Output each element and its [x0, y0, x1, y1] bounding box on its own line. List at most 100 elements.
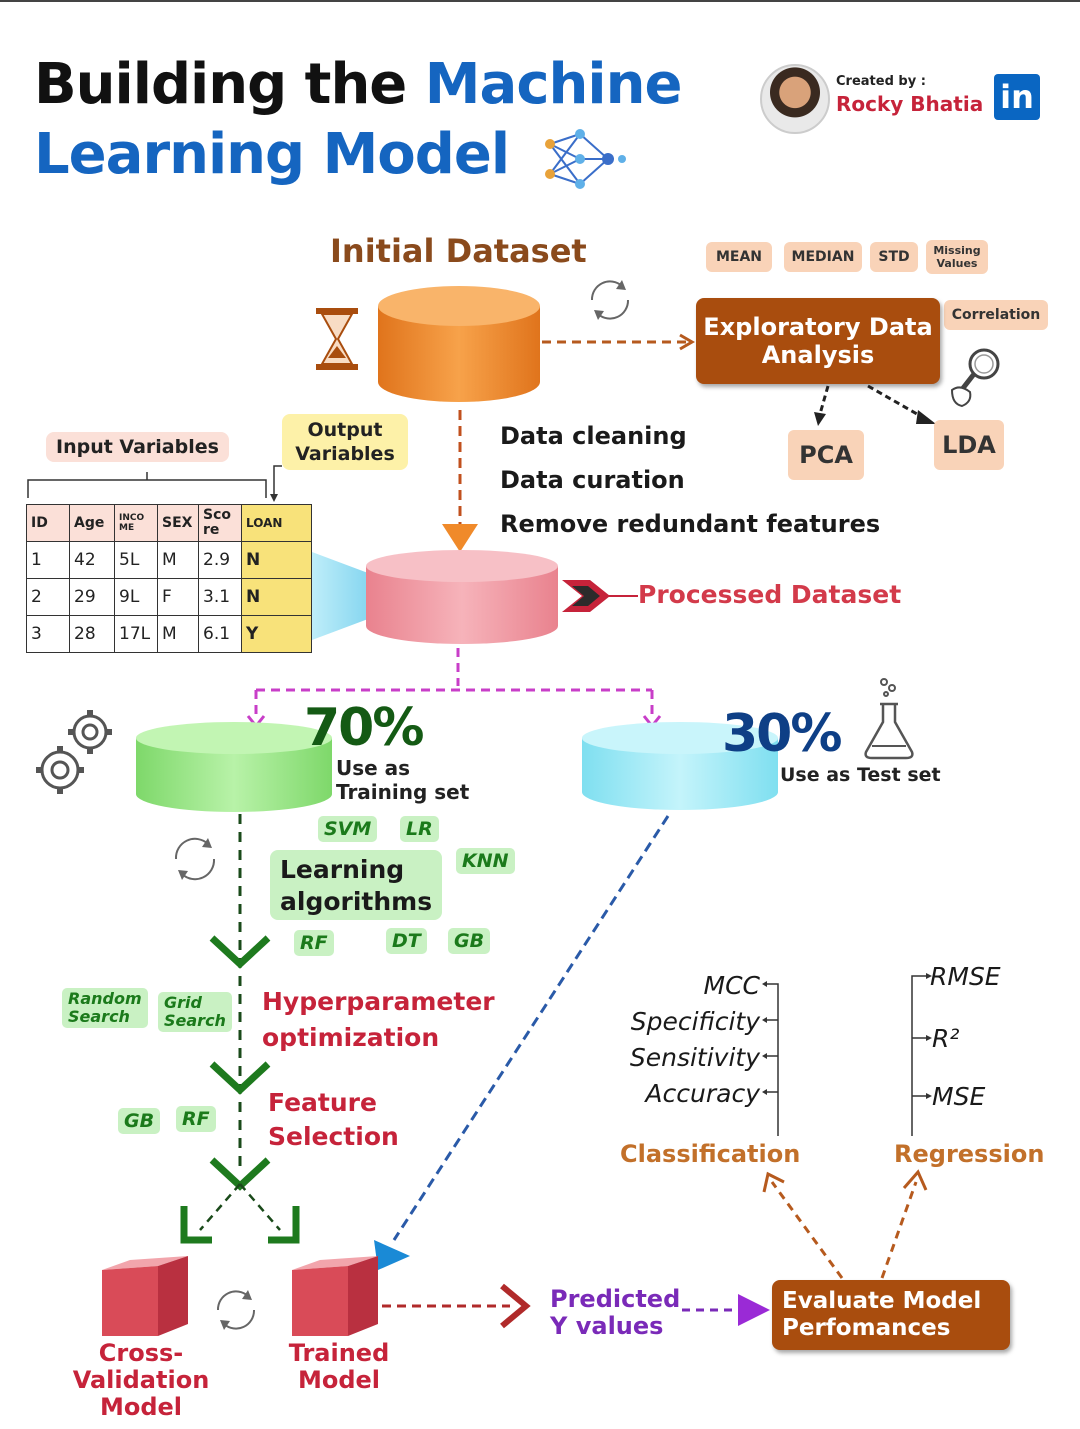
algo-rf: RF	[294, 930, 334, 956]
cv-line1: Cross-	[98, 1339, 184, 1367]
missing-values-tag: Missing Values	[926, 240, 988, 274]
trained-line2: Model	[297, 1366, 381, 1394]
metric-accuracy: Accuracy	[645, 1079, 760, 1108]
lda-tag: LDA	[934, 420, 1004, 470]
model-split-arrows	[180, 1183, 300, 1244]
step-remove-features: Remove redundant features	[500, 510, 881, 538]
neural-network-icon	[545, 129, 626, 189]
table-cell: M	[157, 541, 199, 579]
table-cell: 17L	[114, 615, 158, 653]
hyper-line2: optimization	[262, 1023, 440, 1052]
table-cell: 42	[69, 541, 115, 579]
trained-model-cube	[292, 1256, 378, 1336]
eda-line2: Analysis	[761, 341, 875, 369]
test-to-model-arrow	[374, 815, 670, 1270]
feature-line1: Feature	[268, 1088, 377, 1117]
output-line1: Output	[307, 419, 383, 441]
missing-line1: Missing	[933, 244, 981, 257]
training-label: Use as Training set	[336, 756, 469, 804]
magnifier-icon	[950, 348, 1000, 408]
training-line1: Use as	[336, 756, 411, 780]
cycle-icon	[590, 280, 630, 320]
cycle-icon	[216, 1290, 256, 1330]
grid-search-tag: Grid Search	[158, 992, 232, 1032]
eda-line1: Exploratory Data	[703, 313, 933, 341]
training-flow-line	[238, 814, 242, 1170]
training-set-cylinder	[136, 722, 332, 812]
metric-r2: R²	[932, 1024, 960, 1053]
flask-icon	[864, 678, 914, 760]
hyperparameter-label: Hyperparameter optimization	[262, 984, 495, 1056]
chevron-down-icon	[209, 1157, 271, 1191]
random-line1: Random	[68, 989, 142, 1008]
table-cell: 3.1	[198, 578, 242, 616]
feature-selection-label: Feature Selection	[268, 1086, 399, 1154]
grid-line2: Search	[164, 1011, 226, 1030]
evaluate-line1: Evaluate Model	[782, 1288, 982, 1314]
evaluate-branch-arrows	[762, 1169, 928, 1279]
table-header-row: ID Age INCO ME SEX Sco re LOAN	[26, 504, 312, 542]
classification-bracket	[762, 981, 779, 1136]
table-header: Age	[69, 504, 115, 542]
feature-rf: RF	[176, 1106, 216, 1132]
processed-dataset-cylinder	[366, 550, 558, 644]
table-cell: 5L	[114, 541, 158, 579]
cross-validation-label: Cross- Validation Model	[66, 1340, 216, 1421]
title-part-blue: Machine	[424, 52, 683, 117]
created-by-label: Created by :	[836, 74, 926, 89]
processed-dataset-label: Processed Dataset	[638, 580, 902, 609]
median-tag: MEDIAN	[784, 242, 862, 272]
algo-gb: GB	[448, 928, 491, 954]
step-data-curation: Data curation	[500, 466, 685, 494]
page-title: Building the Machine Learning Model	[34, 50, 754, 190]
training-line2: Training set	[336, 780, 470, 804]
table-header: ID	[26, 504, 70, 542]
learning-algorithms-box: Learning algorithms	[270, 850, 442, 920]
avatar	[760, 64, 830, 134]
feature-line2: Selection	[268, 1122, 399, 1151]
linkedin-icon[interactable]: in	[994, 74, 1040, 120]
random-search-tag: Random Search	[62, 988, 148, 1028]
hyper-line1: Hyperparameter	[262, 987, 495, 1016]
cycle-icon	[174, 837, 216, 881]
regression-bracket	[911, 973, 932, 1136]
title-part-black: Building the	[34, 52, 407, 117]
training-percent: 70%	[304, 698, 424, 758]
step-data-cleaning: Data cleaning	[500, 422, 687, 450]
trained-line1: Trained	[288, 1339, 390, 1367]
algo-lr: LR	[400, 816, 439, 842]
test-percent: 30%	[722, 704, 842, 764]
random-line2: Search	[68, 1007, 130, 1026]
evaluate-box: Evaluate Model Perfomances	[772, 1280, 1010, 1350]
table-header: INCO ME	[114, 504, 158, 542]
mean-tag: MEAN	[706, 242, 772, 272]
trained-to-predicted-arrow	[382, 1283, 531, 1329]
metric-rmse: RMSE	[930, 962, 1001, 991]
table-cell: 2	[26, 578, 70, 616]
correlation-tag: Correlation	[944, 300, 1048, 330]
creator-name: Rocky Bhatia	[836, 92, 984, 116]
std-tag: STD	[870, 242, 918, 272]
output-variables-label: Output Variables	[282, 414, 408, 470]
chevron-down-icon	[209, 935, 271, 969]
learning-line2: algorithms	[280, 887, 433, 916]
title-line2: Learning Model	[34, 122, 510, 187]
gears-icon	[36, 710, 112, 794]
grid-line1: Grid	[164, 993, 202, 1012]
chevron-right-icon	[562, 580, 638, 612]
top-border	[0, 0, 1080, 2]
cv-line3: Model	[99, 1393, 183, 1421]
algo-dt: DT	[386, 928, 427, 954]
output-line2: Variables	[295, 443, 395, 465]
predicted-line2: Y values	[550, 1312, 664, 1340]
table-cell: 6.1	[198, 615, 242, 653]
metric-mcc: MCC	[703, 971, 760, 1000]
table-cell: F	[157, 578, 199, 616]
table-header-loan: LOAN	[241, 504, 312, 542]
predicted-to-evaluate-arrow	[682, 1294, 770, 1326]
predicted-label: Predicted Y values	[550, 1286, 680, 1340]
